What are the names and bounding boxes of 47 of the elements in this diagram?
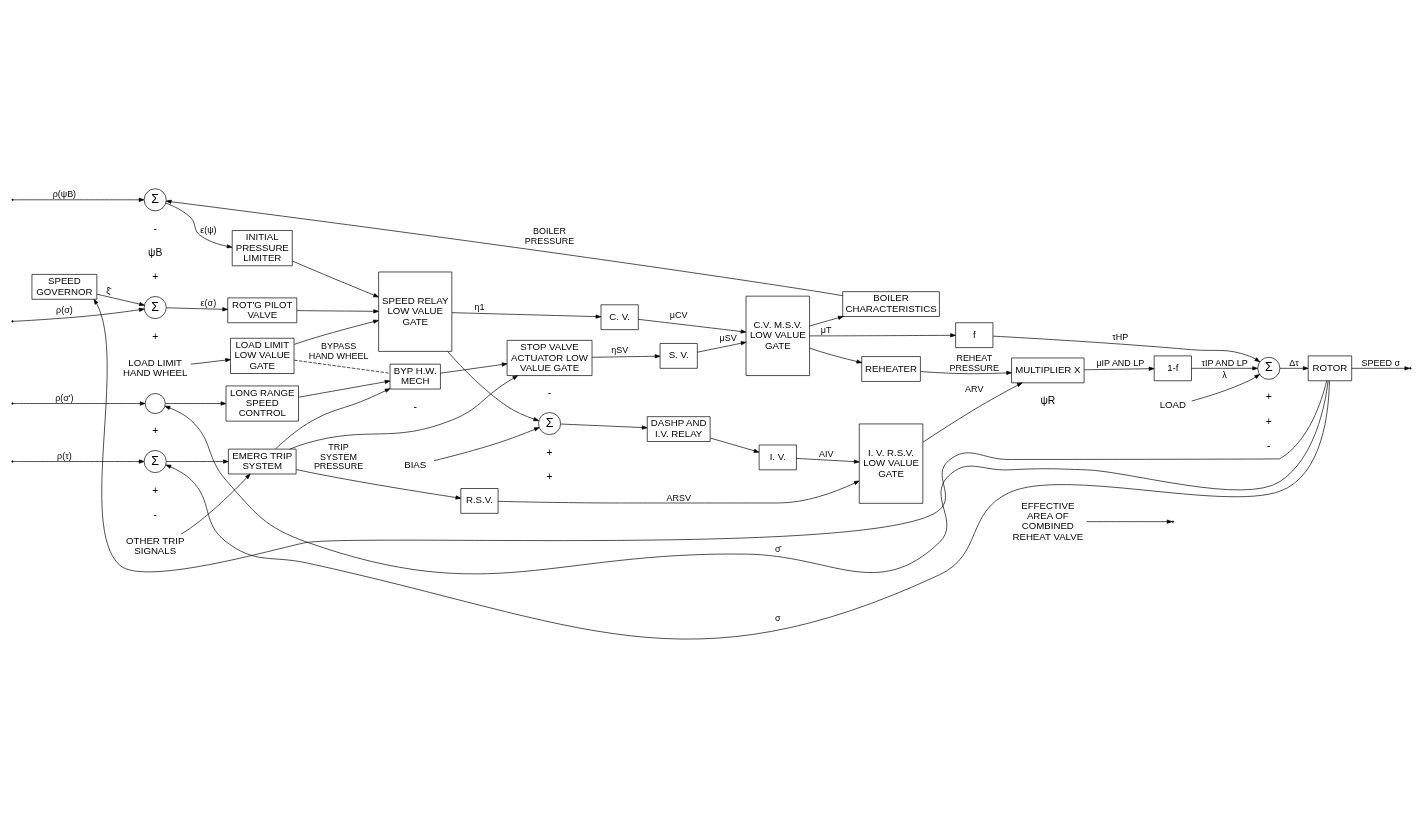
node-text: EFFECTIVE AREA OF COMBINED REHEAT VALVE <box>1012 499 1084 542</box>
edge-label: AIV <box>818 449 834 459</box>
edge-label: ρ(σ) <box>56 304 73 315</box>
label: + <box>1265 391 1272 403</box>
label: + <box>152 271 159 283</box>
edge-label: ρ(τ) <box>57 451 72 462</box>
edge-label: TRIP SYSTEM PRESSURE <box>313 442 364 472</box>
edge-label: REHEAT PRESSURE <box>949 353 999 373</box>
edge-label: σ <box>775 612 781 623</box>
edge-label: ξ̄ <box>106 286 111 297</box>
node-text: LOAD LIMIT HAND WHEEL <box>123 356 188 379</box>
edge-label: μT <box>820 325 832 336</box>
edge-label: σ̄ <box>775 543 781 554</box>
edge-label: λ <box>1222 370 1227 381</box>
label: + <box>152 330 159 342</box>
label: ψR <box>1040 394 1056 406</box>
edge-label: η1 <box>474 301 485 312</box>
edge-label: ε(σ) <box>200 297 217 308</box>
edge-label: μCV <box>669 309 688 320</box>
label: + <box>152 425 159 437</box>
edge-label: ε(ψ) <box>200 224 217 235</box>
label: - <box>413 401 417 413</box>
edge-label: SPEED σ <box>1361 357 1400 368</box>
edge-label: μSV <box>719 332 737 343</box>
edge-label: μIP AND LP <box>1096 357 1145 368</box>
node-text: OTHER TRIP SIGNALS <box>126 534 185 557</box>
label: + <box>152 484 159 496</box>
edge-label: τHP <box>1112 331 1129 342</box>
edge-label: BYPASS HAND WHEEL <box>308 341 369 361</box>
node-text: BIAS <box>404 458 427 470</box>
label: + <box>1265 415 1272 427</box>
edge-label: ARV <box>965 384 984 395</box>
edge-label: τIP AND LP <box>1201 357 1248 368</box>
label: - <box>153 222 157 234</box>
edge-label: Δτ <box>1289 357 1299 368</box>
label: + <box>546 470 553 482</box>
label: - <box>1267 439 1271 451</box>
label: - <box>547 387 552 399</box>
node-text: LOAD <box>1159 399 1186 411</box>
edge-label: ρ(σ') <box>55 393 74 404</box>
label: + <box>546 446 553 458</box>
edge-label: ARSV <box>666 492 691 503</box>
label: ψB <box>148 247 163 259</box>
label: - <box>153 508 157 520</box>
edge-label: ρ(ψB) <box>52 189 77 200</box>
edge-label: BOILER PRESSURE <box>524 225 575 246</box>
edge-label: ηSV <box>611 345 629 356</box>
